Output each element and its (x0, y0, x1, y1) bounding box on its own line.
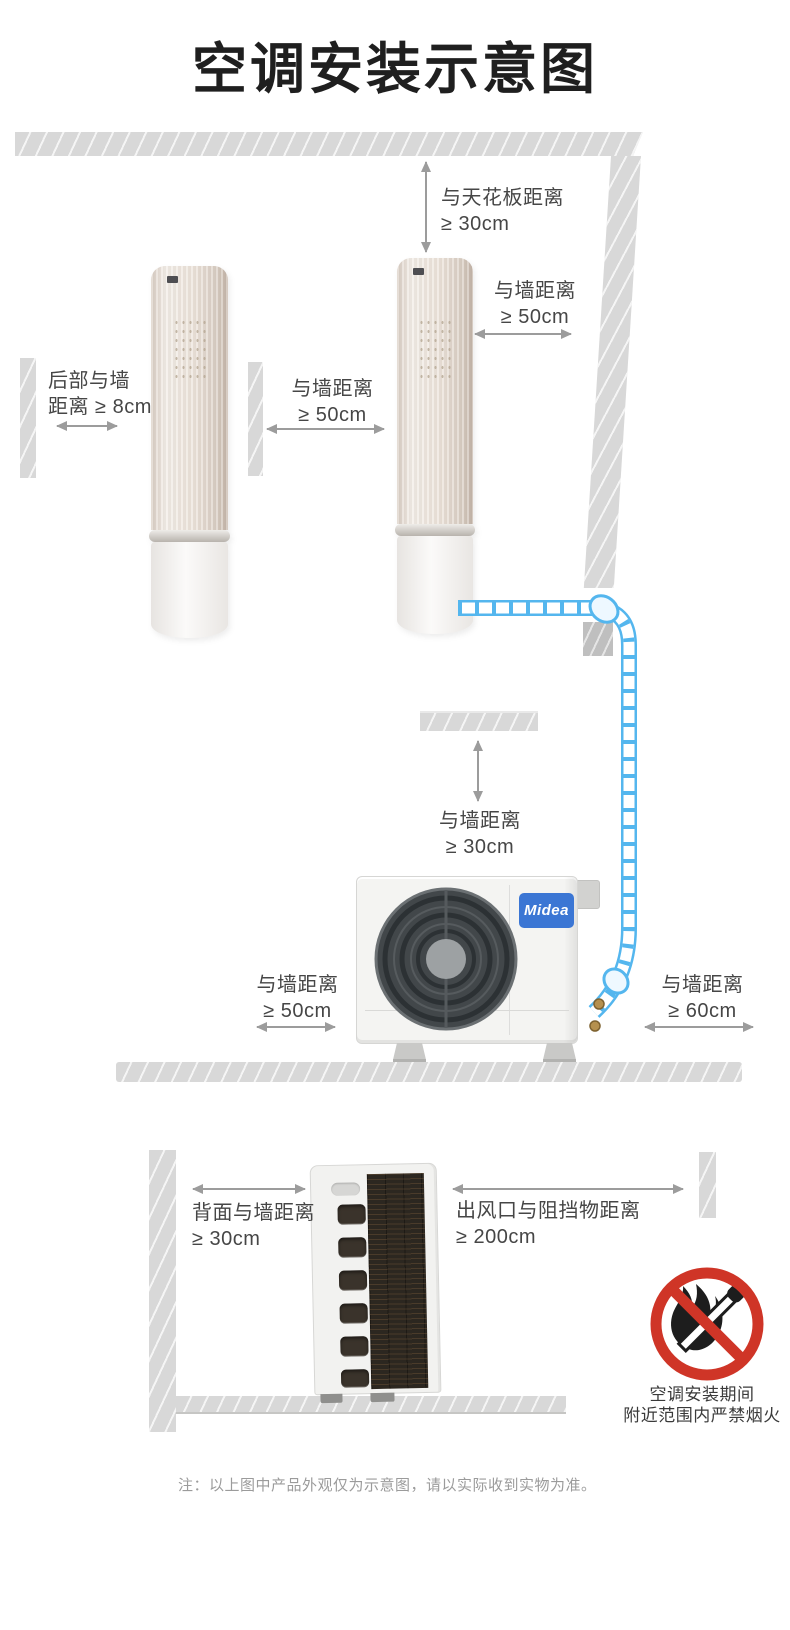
service-valve-lower (589, 1020, 601, 1032)
right-wall-upper (583, 156, 641, 588)
rear-unit-foot (320, 1393, 343, 1404)
indoor-unit-right (395, 258, 475, 634)
arrow-outdoor-top-distance (473, 740, 483, 802)
arrow-outlet-clearance (452, 1184, 684, 1194)
ceiling-segment (15, 132, 643, 156)
arrow-rear-clearance (192, 1184, 306, 1194)
outdoor-right-distance-label: 与墙距离 ≥ 60cm (661, 974, 744, 1022)
outlet-clearance-label: 出风口与阻挡物距离 ≥ 200cm (456, 1200, 641, 1248)
outdoor-unit-rear (309, 1162, 442, 1404)
side-vent-hole (338, 1237, 367, 1258)
handle-cutout (330, 1182, 361, 1196)
unit-base (151, 542, 228, 638)
rear-shelf-segment (176, 1396, 566, 1414)
display-chip (167, 276, 178, 283)
side-vent-hole (337, 1204, 366, 1225)
between-units-distance-label: 与墙距离 ≥ 50cm (291, 378, 374, 426)
rear-wall-distance-label: 后部与墙 距离 ≥ 8cm (48, 370, 152, 418)
indoor-unit-body (151, 266, 228, 530)
indoor-unit-left (149, 266, 230, 638)
silver-band (149, 530, 230, 542)
side-wall-distance-label: 与墙距离 ≥ 50cm (494, 280, 576, 328)
rear-clearance-label: 背面与墙距离 ≥ 30cm (192, 1202, 315, 1250)
midea-logo-text: Midea (523, 902, 569, 919)
unit-foot-right (543, 1043, 576, 1063)
vent-dots (172, 318, 207, 384)
outdoor-unit-front: Midea (356, 876, 578, 1063)
arrow-side-wall-distance (474, 329, 572, 339)
display-chip (413, 268, 424, 275)
between-wall-segment (248, 362, 263, 476)
arrow-outdoor-right-distance (644, 1022, 754, 1032)
disclaimer-note: 注：以上图中产品外观仅为示意图，请以实际收到实物为准。 (178, 1477, 597, 1494)
no-fire-icon (650, 1267, 764, 1381)
fan-grille-icon (374, 887, 518, 1031)
unit-foot-left (393, 1043, 426, 1063)
side-vent-hole (339, 1303, 368, 1324)
ceiling-distance-label: 与天花板距离 ≥ 30cm (441, 187, 564, 235)
side-vent-hole (338, 1270, 368, 1291)
arrow-between-units-distance (266, 424, 385, 434)
rear-left-wall-segment (149, 1150, 176, 1432)
arrow-outdoor-left-distance (256, 1022, 336, 1032)
rear-unit-foot (370, 1392, 395, 1403)
side-vent-hole (340, 1336, 369, 1357)
side-vent-hole (340, 1369, 370, 1388)
midea-logo-badge: Midea (519, 893, 574, 928)
right-wall-stub (583, 622, 613, 656)
vent-dots (418, 318, 452, 384)
rear-right-wall-segment (699, 1152, 716, 1218)
condenser-coil (366, 1172, 429, 1390)
arrow-rear-wall-distance (56, 421, 118, 431)
rear-wall-segment (20, 358, 36, 478)
ground-segment (116, 1062, 742, 1082)
indoor-unit-body (397, 258, 473, 524)
overhang-wall-segment (420, 711, 538, 731)
unit-base (397, 536, 473, 634)
pipe-coupling-bottom (602, 967, 630, 995)
fire-warning-text: 空调安装期间 附近范围内严禁烟火 (623, 1385, 781, 1426)
silver-band (395, 524, 475, 536)
outdoor-top-distance-label: 与墙距离 ≥ 30cm (439, 810, 521, 858)
service-valve-upper (593, 998, 605, 1010)
outdoor-left-distance-label: 与墙距离 ≥ 50cm (256, 974, 339, 1022)
page-title: 空调安装示意图 (191, 38, 598, 100)
arrow-ceiling-distance (421, 161, 431, 253)
